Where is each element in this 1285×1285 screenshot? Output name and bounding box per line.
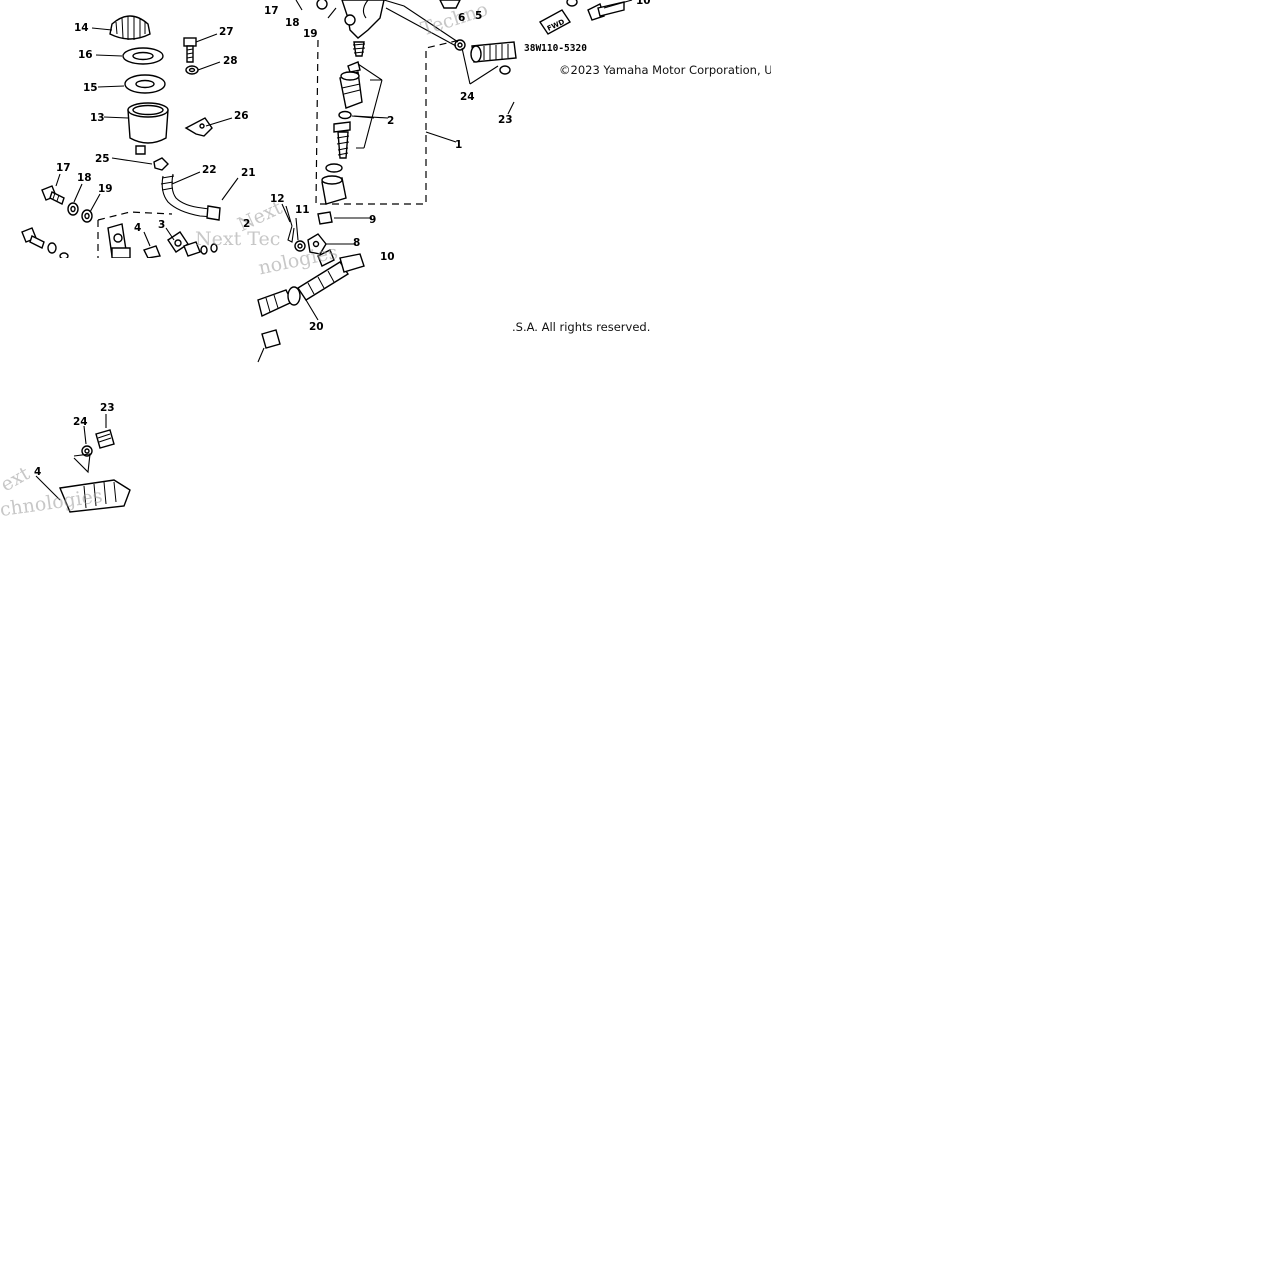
drawing-number: 38W110-5320 bbox=[524, 43, 587, 54]
callout-25: 25 bbox=[95, 153, 110, 165]
callout-18-top: 18 bbox=[285, 17, 300, 29]
callout-4-lower: 4 bbox=[34, 466, 41, 478]
leader-2 bbox=[351, 63, 383, 149]
callout-leaders bbox=[55, 27, 389, 321]
callout-8: 8 bbox=[353, 237, 360, 249]
callout-28: 28 bbox=[223, 55, 238, 67]
master-cylinder-body-left bbox=[97, 211, 173, 259]
callout-10: 10 bbox=[380, 251, 395, 263]
callout-19: 19 bbox=[98, 183, 113, 195]
callout-2: 2 bbox=[387, 115, 394, 127]
callout-18: 18 bbox=[77, 172, 92, 184]
callout-11: 11 bbox=[295, 204, 310, 216]
top-right-fittings bbox=[383, 0, 517, 85]
callout-1: 1 bbox=[455, 139, 462, 151]
callout-12: 12 bbox=[270, 193, 285, 205]
callout-10-top: 10 bbox=[636, 0, 651, 7]
callout-4: 4 bbox=[134, 222, 141, 234]
callout-19-top: 19 bbox=[303, 28, 318, 40]
washer-11 bbox=[294, 240, 306, 252]
callout-17-top: 17 bbox=[264, 5, 279, 17]
bolt-10-top bbox=[566, 0, 633, 21]
callout-15: 15 bbox=[83, 82, 98, 94]
fwd-mark-plate: FWD bbox=[538, 9, 572, 35]
callout-5: 5 bbox=[475, 10, 482, 22]
reservoir-hose-21 bbox=[160, 173, 221, 221]
callout-27: 27 bbox=[219, 26, 234, 38]
diaphragm-16 bbox=[122, 47, 164, 65]
lower-banjo-bolt bbox=[257, 329, 281, 363]
callout-17: 17 bbox=[56, 162, 71, 174]
washer-28 bbox=[185, 65, 199, 75]
hose-clamp-25 bbox=[153, 157, 169, 171]
reservoir-cap-14 bbox=[109, 15, 151, 40]
watermark-next-tec: Next Tec bbox=[195, 228, 280, 250]
callout-24-lower: 24 bbox=[73, 416, 88, 428]
brake-hose-20 bbox=[257, 253, 365, 317]
lower-left-bolt bbox=[21, 227, 69, 260]
callout-13: 13 bbox=[90, 112, 105, 124]
gasket-19 bbox=[81, 209, 93, 223]
nut-9 bbox=[317, 211, 333, 225]
cotter-pin-12 bbox=[285, 205, 295, 243]
callout-9: 9 bbox=[369, 214, 376, 226]
reservoir-body-13 bbox=[127, 102, 169, 155]
reservoir-bracket-26 bbox=[184, 117, 213, 137]
bolt-27 bbox=[183, 37, 197, 63]
callout-6: 6 bbox=[458, 12, 465, 24]
callout-14: 14 bbox=[74, 22, 89, 34]
callout-23: 23 bbox=[498, 114, 513, 126]
callout-2-left: 2 bbox=[243, 218, 250, 230]
watermark-ext: ext bbox=[0, 462, 34, 496]
copyright-line-2: .S.A. All rights reserved. bbox=[512, 320, 651, 334]
callout-26: 26 bbox=[234, 110, 249, 122]
lower-left-bleeder bbox=[35, 414, 131, 513]
callout-3: 3 bbox=[158, 219, 165, 231]
callout-23-lower: 23 bbox=[100, 402, 115, 414]
piston-spring-assembly bbox=[321, 41, 366, 205]
callout-22: 22 bbox=[202, 164, 217, 176]
kit-boundary-1 bbox=[315, 39, 461, 205]
union-bolt-17 bbox=[41, 185, 65, 205]
clevis-8 bbox=[307, 233, 335, 267]
gasket-18 bbox=[67, 202, 79, 216]
copyright-line-1: ©2023 Yamaha Motor Corporation, U bbox=[559, 63, 771, 77]
callout-24: 24 bbox=[460, 91, 475, 103]
callout-20: 20 bbox=[309, 321, 324, 333]
part-4-fitting bbox=[143, 245, 161, 259]
callout-labels: 14 16 15 13 27 28 26 25 22 21 17 18 19 4… bbox=[34, 0, 651, 478]
master-cylinder-top bbox=[295, 0, 385, 39]
callout-16: 16 bbox=[78, 49, 93, 61]
diaphragm-plate-15 bbox=[124, 74, 166, 94]
callout-21: 21 bbox=[241, 167, 256, 179]
part-3-joint bbox=[167, 231, 218, 257]
